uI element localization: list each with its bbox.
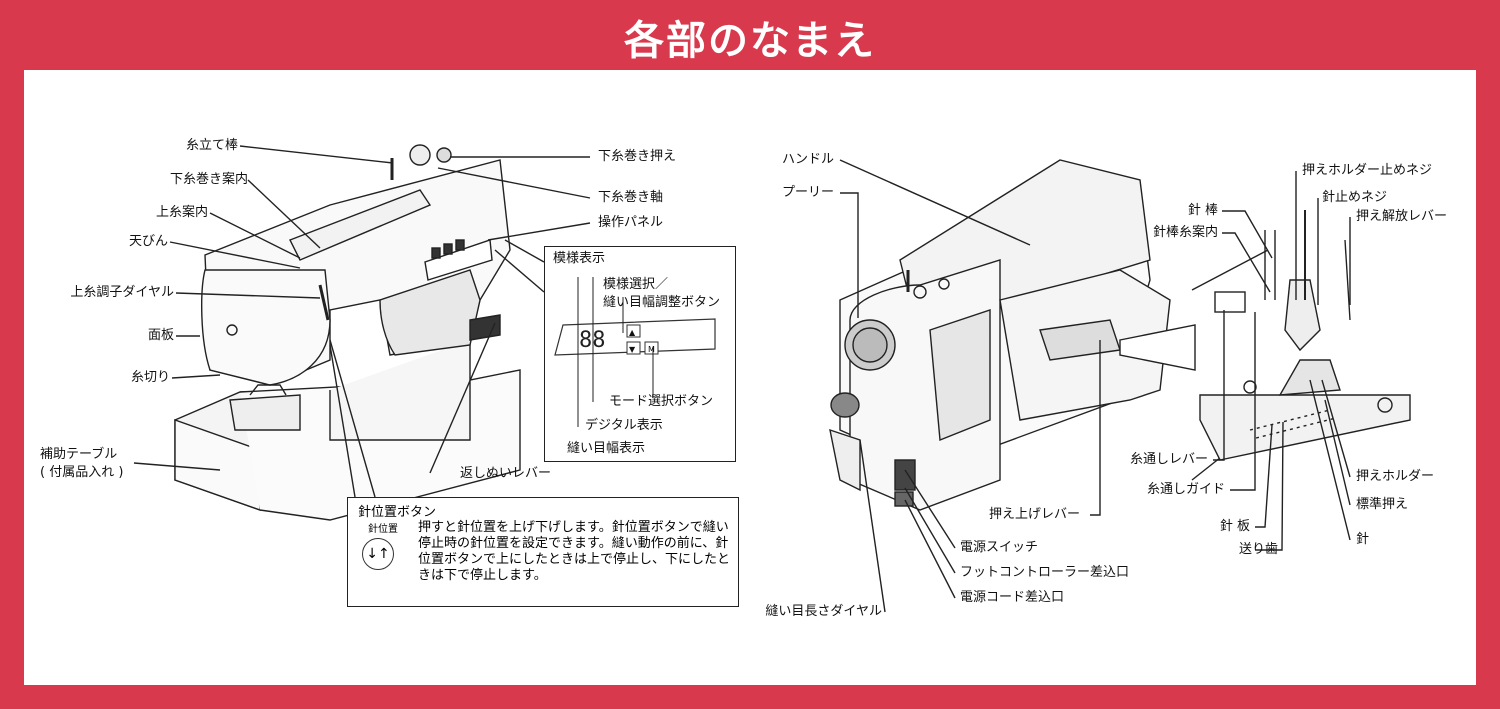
display-panel-drawing: 88 xyxy=(554,277,716,427)
label-needle-clamp-screw: 針止めネジ xyxy=(1322,190,1388,205)
label-face-plate: 面板 xyxy=(147,328,174,343)
label-control-panel: 操作パネル xyxy=(598,215,664,230)
label-pulley: プーリー xyxy=(781,185,834,200)
label-power-switch: 電源スイッチ xyxy=(960,540,1039,555)
label-pattern-display: 模様表示 xyxy=(553,251,606,266)
label-bobbin-winder-stopper: 下糸巻き押え xyxy=(598,149,677,164)
needle-area-detail xyxy=(1191,210,1411,481)
display-detail-box: 88 模様表示 模様選択／ 縫い目幅調整ボタン ▲ ▼ M モード選択ボタン デ… xyxy=(544,246,736,462)
label-threader-lever: 糸通しレバー xyxy=(1129,452,1208,467)
label-take-up-lever: 天びん xyxy=(128,234,168,249)
label-needle-bar: 針 棒 xyxy=(1187,203,1218,218)
needle-position-description: 押すと針位置を上げ下げします。針位置ボタンで縫い停止時の針位置を設定できます。縫… xyxy=(418,520,731,583)
mode-key-icon: M xyxy=(648,345,655,354)
label-feed-dogs: 送り歯 xyxy=(1238,542,1278,557)
label-thread-cutter: 糸切り xyxy=(130,370,170,385)
label-presser-release-lever: 押え解放レバー xyxy=(1356,209,1448,224)
label-pattern-select: 模様選択／ xyxy=(603,277,669,292)
label-needle-plate: 針 板 xyxy=(1219,519,1250,534)
label-tension-dial: 上糸調子ダイヤル xyxy=(70,285,174,300)
page-title: 各部のなまえ xyxy=(624,18,876,64)
down-arrow-icon: ▼ xyxy=(629,345,636,354)
label-extension-table: 補助テーブル xyxy=(40,447,118,462)
label-power-cord-jack: 電源コード差込口 xyxy=(960,590,1065,605)
needle-position-icon-label: 針位置 xyxy=(368,524,398,535)
needle-position-icon: ↓↑ xyxy=(362,538,394,570)
label-width-adjust-button: 縫い目幅調整ボタン xyxy=(603,295,721,310)
label-bobbin-winder-shaft: 下糸巻き軸 xyxy=(598,190,664,205)
label-needle: 針 xyxy=(1356,532,1370,547)
label-foot-controller-jack: フットコントローラー差込口 xyxy=(960,565,1130,580)
label-mode-button: モード選択ボタン xyxy=(609,394,714,409)
label-bobbin-winding-guide: 下糸巻き案内 xyxy=(169,172,248,187)
label-thread-spool-pin: 糸立て棒 xyxy=(185,138,238,153)
label-needle-bar-thread-guide: 針棒糸案内 xyxy=(1152,225,1218,240)
label-upper-thread-guide: 上糸案内 xyxy=(155,205,208,220)
label-stitch-length-dial: 縫い目長さダイヤル xyxy=(765,604,882,619)
needle-position-box: 針位置ボタン 針位置 ↓↑ 押すと針位置を上げ下げします。針位置ボタンで縫い停止… xyxy=(347,497,739,607)
label-standard-foot: 標準押え xyxy=(1356,497,1409,512)
label-digital-display: デジタル表示 xyxy=(585,418,663,433)
label-extension-table-note: ( 付属品入れ ) xyxy=(40,465,124,480)
label-presser-lever: 押え上げレバー xyxy=(988,507,1080,522)
right-machine-illustration xyxy=(829,159,1171,511)
label-holder-screw: 押えホルダー止めネジ xyxy=(1302,163,1433,178)
svg-text:88: 88 xyxy=(579,328,606,353)
label-threader-guide: 糸通しガイド xyxy=(1146,482,1225,497)
label-presser-holder: 押えホルダー xyxy=(1356,469,1435,484)
left-machine-illustration xyxy=(174,144,521,521)
up-arrow-icon: ▲ xyxy=(629,328,636,337)
label-width-display: 縫い目幅表示 xyxy=(567,441,646,456)
label-handle: ハンドル xyxy=(781,152,834,167)
label-reverse-lever: 返しぬいレバー xyxy=(460,466,552,481)
needle-position-heading: 針位置ボタン xyxy=(358,505,437,520)
